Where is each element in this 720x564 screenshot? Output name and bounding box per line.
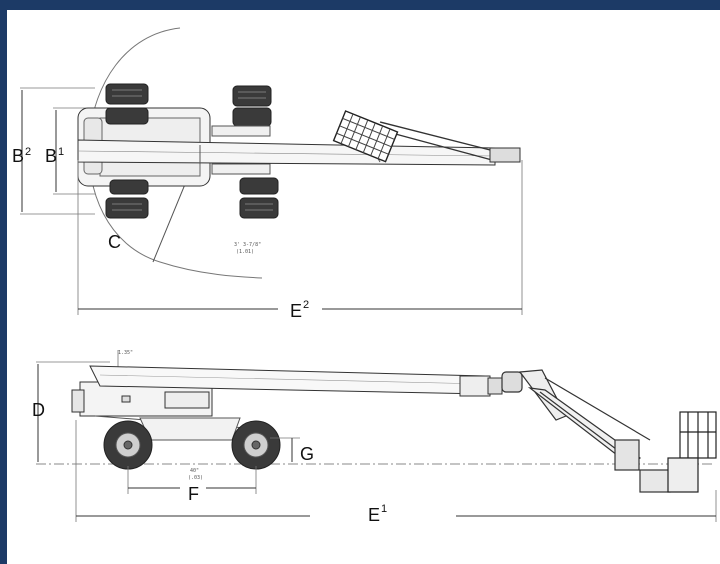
- label-e2-sup: 2: [303, 299, 309, 311]
- jib-side: [501, 369, 671, 493]
- label-e2: E: [290, 301, 302, 321]
- swing-dim-text-1: 3' 3-7/8": [234, 242, 261, 248]
- label-b1-sup: 1: [58, 146, 64, 158]
- boom-height-text: 1.35": [118, 350, 133, 356]
- left-border: [0, 0, 7, 564]
- platform-side: [667, 411, 717, 493]
- side-view: [36, 350, 717, 522]
- label-d: D: [32, 400, 45, 420]
- label-f: F: [188, 484, 199, 504]
- wheel-dim-text-1: 40": [190, 468, 199, 474]
- label-b2: B: [12, 146, 24, 166]
- label-e1: E: [368, 505, 380, 525]
- swing-radius-arc: [88, 27, 263, 279]
- top-border: [0, 0, 720, 10]
- swing-dim-text-2: (1.01): [236, 249, 254, 255]
- label-c: C: [108, 232, 121, 252]
- label-b2-sup: 2: [25, 146, 31, 158]
- label-b1: B: [45, 146, 57, 166]
- top-view: [20, 27, 523, 315]
- label-g: G: [300, 444, 314, 464]
- tires-top: [105, 83, 279, 219]
- label-e1-sup: 1: [381, 503, 387, 515]
- wheel-front: [103, 420, 153, 470]
- wheel-rear: [231, 420, 281, 470]
- wheel-dim-text-2: (.03): [188, 475, 203, 481]
- platform-top: [332, 110, 399, 163]
